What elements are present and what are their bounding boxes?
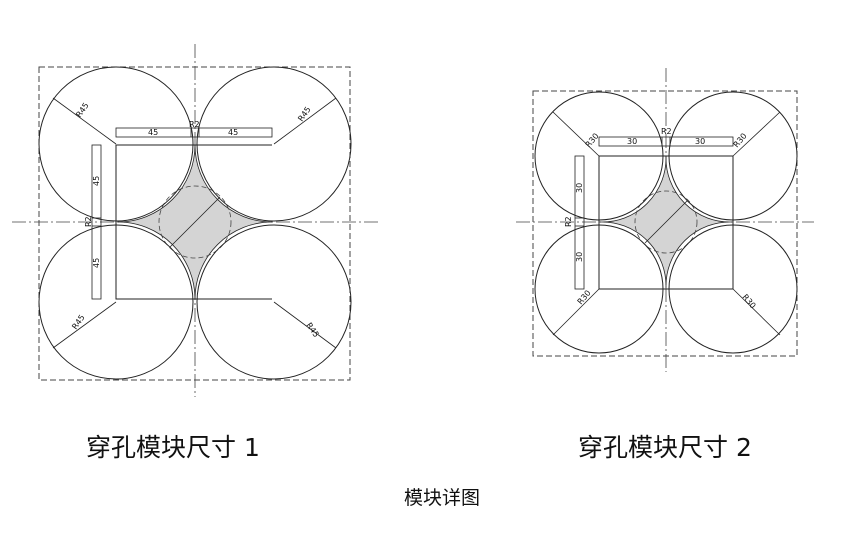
radius-label-br: R30: [740, 293, 757, 311]
left-gap-label: R2: [84, 216, 93, 227]
left-dim-bottom-label: 30: [575, 252, 584, 262]
radius-label-tr: R45: [296, 105, 312, 123]
top-dim-left-label: 45: [148, 128, 158, 137]
top-dim-left-label: 30: [627, 137, 637, 146]
module-2-drawing: 30 30 R2 30 30 R2 R30 R30 R30 R30: [516, 68, 814, 372]
inner-square: [115, 144, 272, 300]
inner-square: [598, 155, 734, 290]
top-gap-label: R2: [661, 127, 672, 136]
left-dim-bottom-label: 45: [92, 258, 101, 268]
left-gap-label: R2: [564, 216, 573, 227]
top-dim-right-label: 30: [695, 137, 705, 146]
radius-label-tl: R45: [74, 101, 90, 119]
module-1-caption: 穿孔模块尺寸 1: [86, 433, 260, 462]
radius-label-br: R45: [304, 321, 320, 339]
radius-label-bl: R45: [70, 313, 86, 331]
top-dim-right-label: 45: [228, 128, 238, 137]
left-dimension: [91, 144, 102, 300]
top-dimension: [115, 127, 273, 138]
inner-dashed-circle: [158, 185, 232, 259]
diagonal-line: [644, 200, 688, 244]
top-dimension: [598, 136, 734, 147]
module-2-caption: 穿孔模块尺寸 2: [578, 433, 752, 462]
inner-dashed-circle: [634, 190, 698, 254]
top-gap-label: R2: [189, 120, 200, 129]
radius-label-tr: R30: [732, 131, 749, 149]
module-1-drawing: 45 45 R2 45 45 R2 R45 R45 R45 R45: [12, 44, 378, 397]
diagonal-line: [169, 196, 221, 248]
left-dimension: [574, 155, 585, 290]
circle-bottom-right: [196, 224, 352, 380]
left-dim-top-label: 30: [575, 183, 584, 193]
circle-top-right: [196, 66, 352, 222]
outer-frame: [532, 90, 798, 357]
outer-frame: [38, 66, 351, 381]
overall-caption: 模块详图: [404, 487, 481, 509]
radius-label-tl: R30: [584, 131, 601, 149]
left-dim-top-label: 45: [92, 176, 101, 186]
